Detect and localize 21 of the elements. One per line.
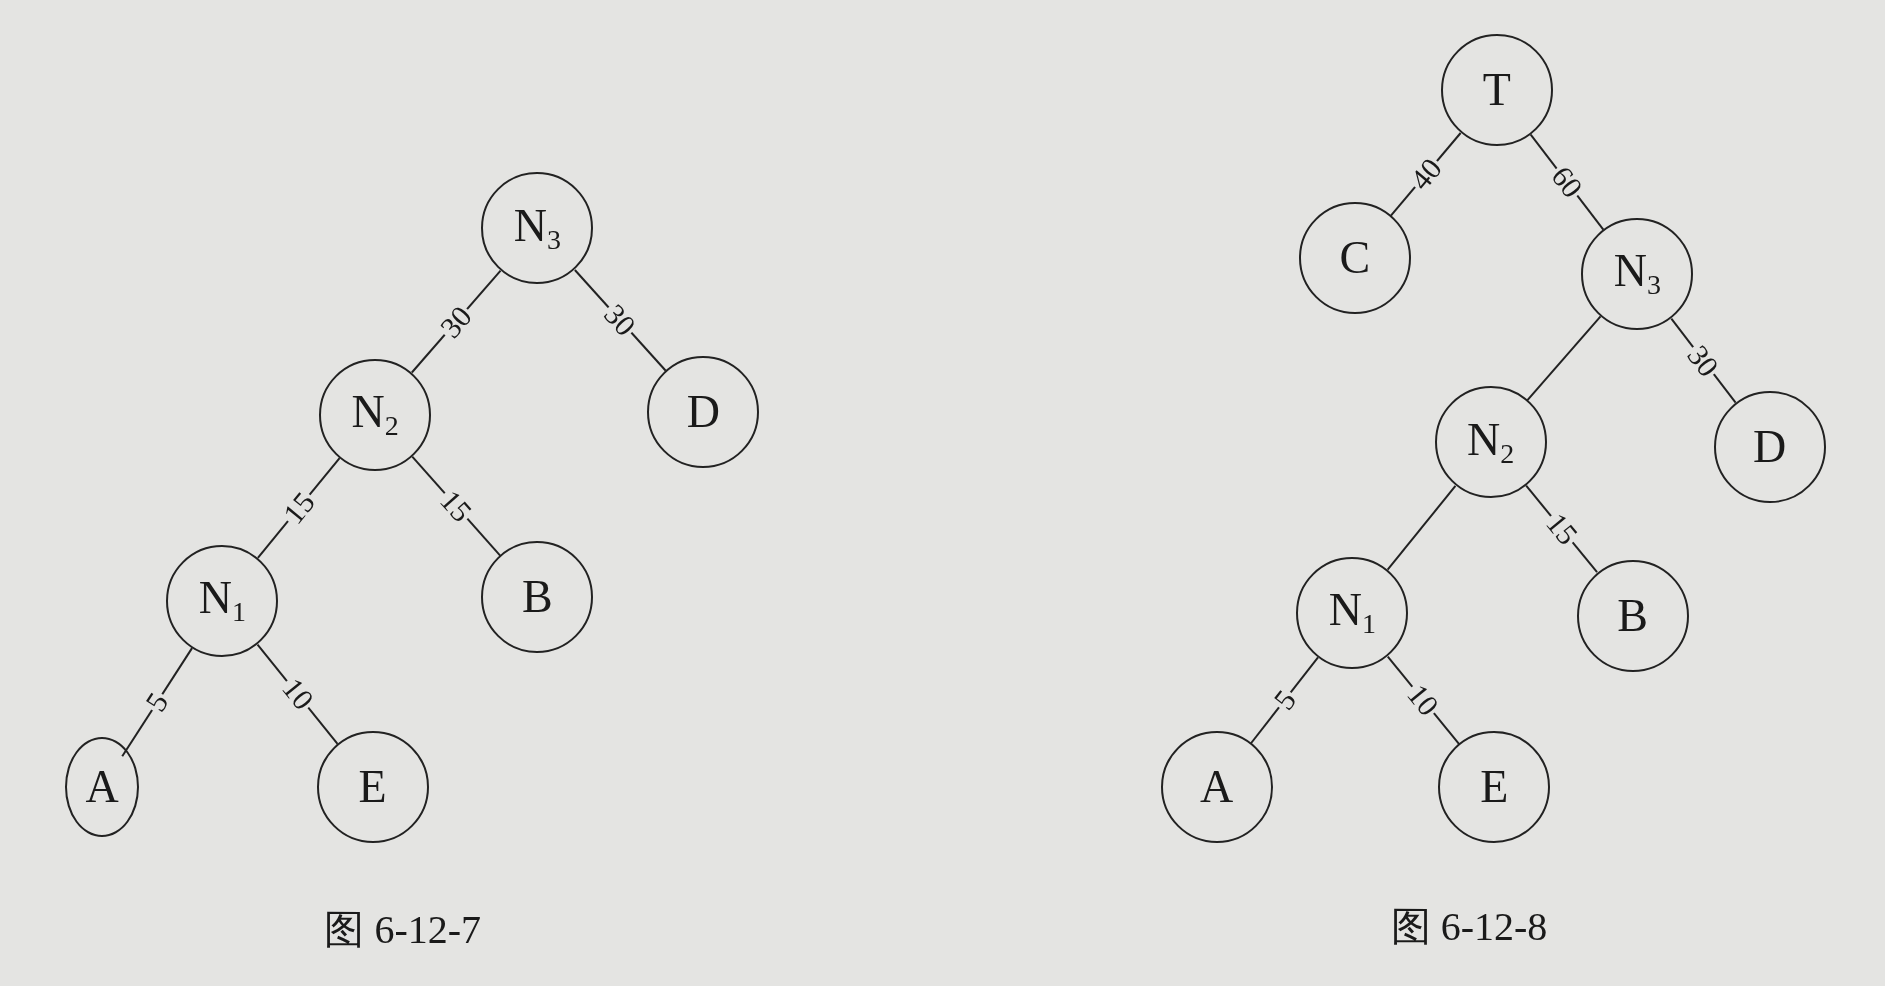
tree-node-circle: N$_{1}$ bbox=[1296, 557, 1409, 670]
tree-node-circle: N$_{3}$ bbox=[481, 172, 594, 285]
tree-node-circle: A bbox=[65, 737, 140, 838]
figure-caption: 图 6-12-7 bbox=[324, 905, 482, 954]
tree-edge bbox=[1526, 315, 1602, 402]
tree-node-circle: E bbox=[316, 731, 429, 844]
tree-node-circle: A bbox=[1160, 731, 1273, 844]
tree-node-circle: T bbox=[1440, 34, 1553, 147]
tree-node-circle: N$_{2}$ bbox=[319, 358, 432, 471]
tree-node-circle: N$_{1}$ bbox=[166, 545, 279, 658]
tree-node-circle: B bbox=[481, 541, 594, 654]
tree-node-circle: E bbox=[1438, 731, 1551, 844]
tree-node-circle: N$_{2}$ bbox=[1434, 386, 1547, 499]
tree-node-circle: C bbox=[1298, 202, 1411, 315]
tree-node-circle: D bbox=[1713, 391, 1826, 504]
tree-node-circle: N$_{3}$ bbox=[1581, 218, 1694, 331]
tree-node-circle: D bbox=[647, 356, 760, 469]
figure-caption: 图 6-12-8 bbox=[1390, 902, 1548, 951]
tree-node-circle: B bbox=[1576, 559, 1689, 672]
tree-edge bbox=[121, 647, 194, 758]
tree-edge bbox=[1386, 484, 1457, 571]
